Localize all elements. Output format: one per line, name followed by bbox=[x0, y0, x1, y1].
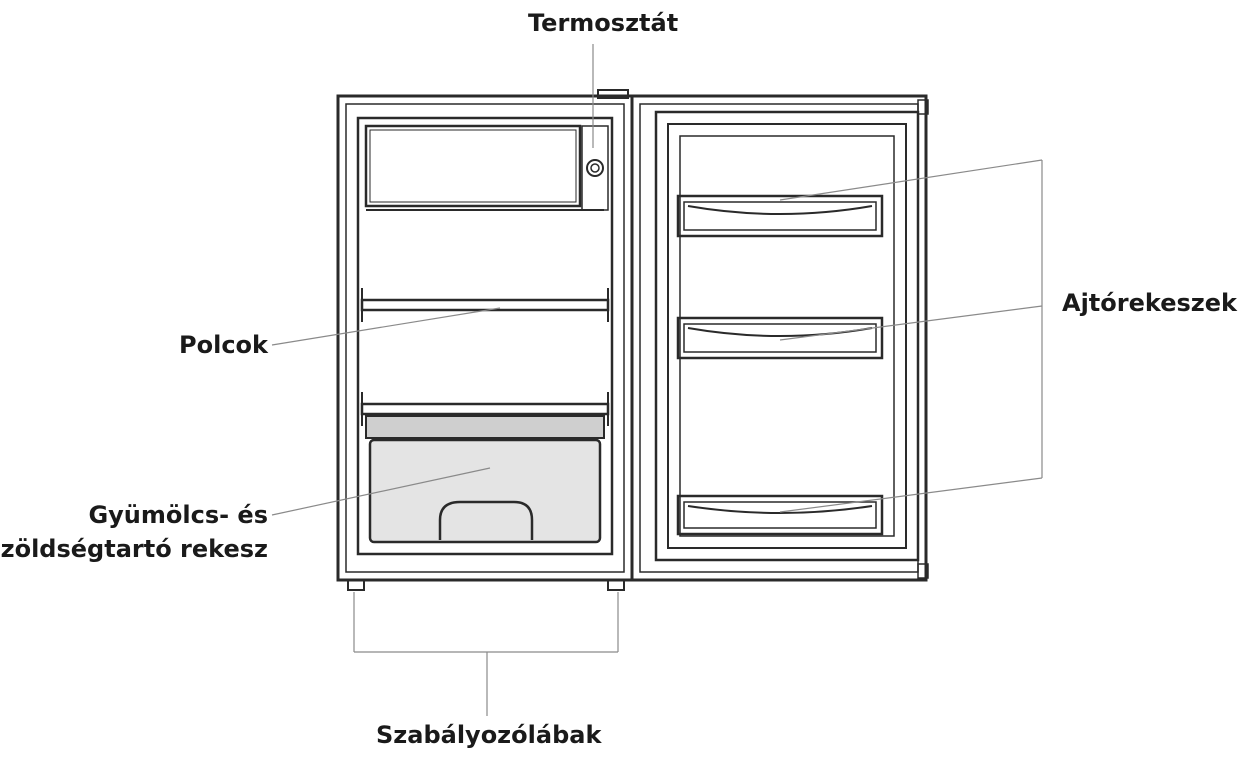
door-bins-leader bbox=[779, 159, 1043, 513]
crisper-label-line1: Gyümölcs- és bbox=[88, 501, 268, 529]
door-bins-label: Ajtórekeszek bbox=[1062, 289, 1237, 317]
leader-lines bbox=[271, 44, 1043, 716]
chiller-compartment bbox=[364, 124, 604, 211]
door-bins bbox=[676, 194, 884, 536]
crisper-drawer bbox=[365, 415, 605, 544]
crisper-leader bbox=[271, 467, 491, 516]
fridge-door bbox=[630, 94, 929, 582]
leveling-feet-label: Szabályozólábak bbox=[376, 721, 602, 749]
feet-leader bbox=[353, 592, 619, 716]
thermostat-knob bbox=[581, 125, 609, 211]
shelves bbox=[360, 288, 610, 426]
thermostat-label: Termosztát bbox=[528, 9, 679, 37]
shelves-leader bbox=[271, 307, 501, 346]
shelves-label: Polcok bbox=[179, 331, 268, 359]
leveling-feet bbox=[347, 579, 625, 591]
crisper-label-line2: zöldségtartó rekesz bbox=[0, 535, 268, 563]
